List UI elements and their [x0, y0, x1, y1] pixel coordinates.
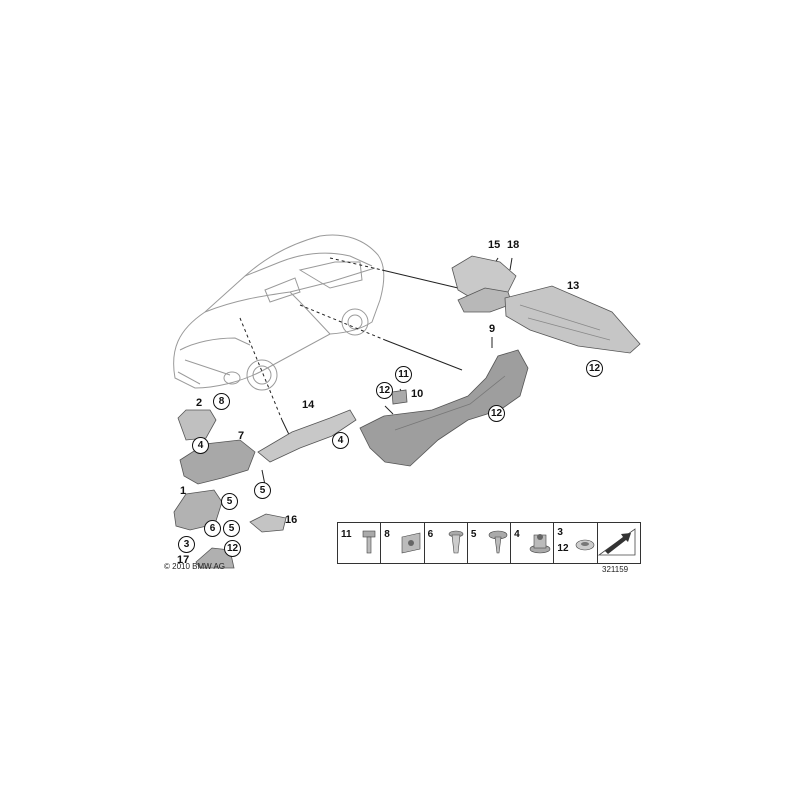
callout-10: 10: [411, 388, 424, 400]
part-9-shield: [359, 349, 529, 467]
copyright-notice: © 2010 BMW AG: [164, 562, 226, 571]
washer-nut-icon: [575, 539, 594, 551]
part-2-shield: [177, 409, 217, 441]
callout-18: 18: [507, 239, 520, 251]
legend-cell-3-12: 3 12: [554, 523, 598, 563]
legend-number: 6: [427, 529, 434, 540]
callout-5-circle: 5: [221, 493, 238, 510]
diagram-number: 321159: [602, 565, 629, 574]
callout-12-circle: 12: [586, 360, 603, 377]
callout-5-circle: 5: [254, 482, 271, 499]
legend-cell-arrow: [597, 523, 640, 563]
legend-cell-5: 5: [468, 523, 512, 563]
callout-6-circle: 6: [204, 520, 221, 537]
callout-16: 16: [285, 514, 298, 526]
legend-number: 4: [514, 529, 520, 540]
callout-12-circle: 12: [224, 540, 241, 557]
expanding-rivet-icon: [488, 530, 508, 554]
legend-number: 3: [557, 527, 563, 538]
callout-8-circle: 8: [213, 393, 230, 410]
legend-number: 5: [470, 529, 477, 540]
parts: [173, 255, 641, 569]
callout-17: 17: [177, 554, 190, 566]
callout-1: 1: [180, 485, 187, 497]
callout-5-circle: 5: [223, 520, 240, 537]
collar-nut-icon: [530, 534, 551, 554]
callout-3-circle: 3: [178, 536, 195, 553]
callout-13: 13: [567, 280, 580, 292]
part-16-shield: [249, 513, 287, 533]
callout-12-circle: 12: [376, 382, 393, 399]
hardware-legend: 11 8 6 5 4 3 12: [337, 522, 641, 564]
legend-number: 8: [384, 529, 390, 540]
part-10-bracket: [391, 389, 408, 405]
legend-cell-4: 4: [511, 523, 555, 563]
clip-nut-icon: [401, 532, 420, 554]
plug-icon: [448, 530, 464, 554]
callout-15: 15: [488, 239, 501, 251]
callout-12-circle: 12: [488, 405, 505, 422]
part-13-shield: [504, 285, 641, 354]
callout-4-circle: 4: [332, 432, 349, 449]
callout-2: 2: [196, 397, 203, 409]
part-14-shield: [257, 409, 357, 463]
car-outline: [173, 234, 385, 391]
callout-14: 14: [302, 399, 315, 411]
callout-7: 7: [238, 430, 245, 442]
bolt-icon: [362, 530, 376, 554]
callout-9: 9: [489, 323, 496, 335]
direction-arrow-icon: [597, 528, 636, 556]
legend-cell-6: 6: [425, 523, 468, 563]
legend-number: 12: [557, 543, 569, 554]
legend-number: 11: [341, 529, 352, 540]
callout-4-circle: 4: [192, 437, 209, 454]
legend-cell-8: 8: [381, 523, 425, 563]
callout-11-circle: 11: [395, 366, 412, 383]
legend-cell-11: 11: [338, 523, 382, 563]
